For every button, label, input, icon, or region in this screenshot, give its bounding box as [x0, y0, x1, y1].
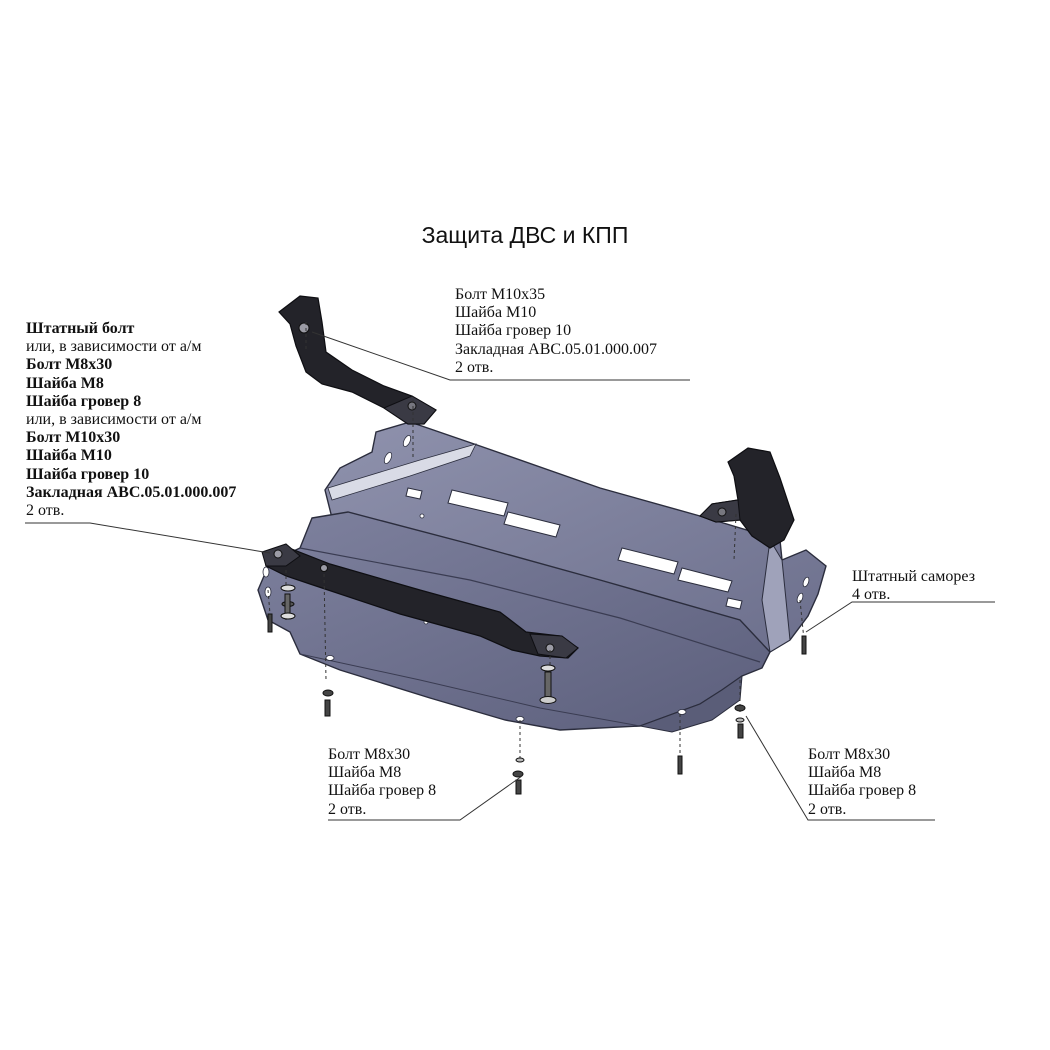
left-bracket-nut [407, 401, 417, 411]
label-line: Болт М10х30 [26, 429, 121, 447]
label-line: 2 отв. [328, 800, 367, 818]
label-line: Шайба М10 [455, 304, 537, 322]
front-cross-strap [263, 545, 579, 659]
plate-highlight-strip [327, 443, 477, 501]
label-line: 2 отв. [808, 800, 847, 818]
label-top-right: Болт М10х35 Шайба М10 Шайба гровер 10 За… [455, 286, 657, 377]
label-line: 4 отв. [852, 586, 891, 604]
label-line: Шайба М8 [808, 764, 882, 782]
drawing-title: Защита ДВС и КПП [421, 222, 629, 248]
plate-fold-line [299, 547, 761, 663]
label-line: Болт М8х30 [26, 356, 113, 374]
label-line: Шайба М10 [26, 447, 112, 465]
plate-front-edge-line [299, 653, 641, 727]
vent-slots [405, 487, 743, 610]
label-line: Болт М10х35 [455, 286, 546, 303]
label-line: Штатный саморез [852, 568, 976, 585]
leader-lines [25, 331, 995, 821]
label-line: Штатный болт [26, 320, 135, 337]
plate-front-section [257, 511, 771, 731]
label-line: Шайба гровер 10 [455, 322, 572, 340]
right-bracket-nut [717, 507, 727, 517]
strap-nut-mid [320, 564, 328, 572]
plate-right-side-flange [761, 538, 791, 653]
label-line: 2 отв. [455, 358, 494, 376]
label-right: Штатный саморез 4 отв. [852, 568, 975, 604]
plate-right-flange [638, 674, 743, 733]
mount-holes [262, 435, 810, 722]
strap-nut-left [273, 549, 283, 559]
label-line: Болт М8х30 [808, 746, 891, 763]
label-bottom-right: Болт М8х30 Шайба М8 Шайба гровер 8 2 отв… [808, 746, 916, 819]
fasteners [267, 584, 807, 795]
label-line: Шайба гровер 10 [26, 465, 150, 483]
label-line: или, в зависимости от а/м [26, 338, 202, 356]
label-line: Закладная ABC.05.01.000.007 [26, 483, 237, 501]
label-line: Шайба гровер 8 [26, 392, 142, 410]
label-line: Шайба М8 [26, 374, 104, 392]
left-bracket-bolt [298, 322, 310, 334]
label-bottom-center: Болт М8х30 Шайба М8 Шайба гровер 8 2 отв… [328, 746, 436, 819]
label-line: 2 отв. [26, 502, 65, 520]
label-line: или, в зависимости от а/м [26, 411, 202, 429]
label-left: Штатный болт или, в зависимости от а/м Б… [26, 320, 236, 520]
label-line: Шайба гровер 8 [328, 782, 437, 800]
label-line: Шайба М8 [328, 764, 402, 782]
label-line: Шайба гровер 8 [808, 782, 917, 800]
label-line: Болт М8х30 [328, 746, 411, 763]
label-line: Закладная ABC.05.01.000.007 [455, 340, 658, 358]
